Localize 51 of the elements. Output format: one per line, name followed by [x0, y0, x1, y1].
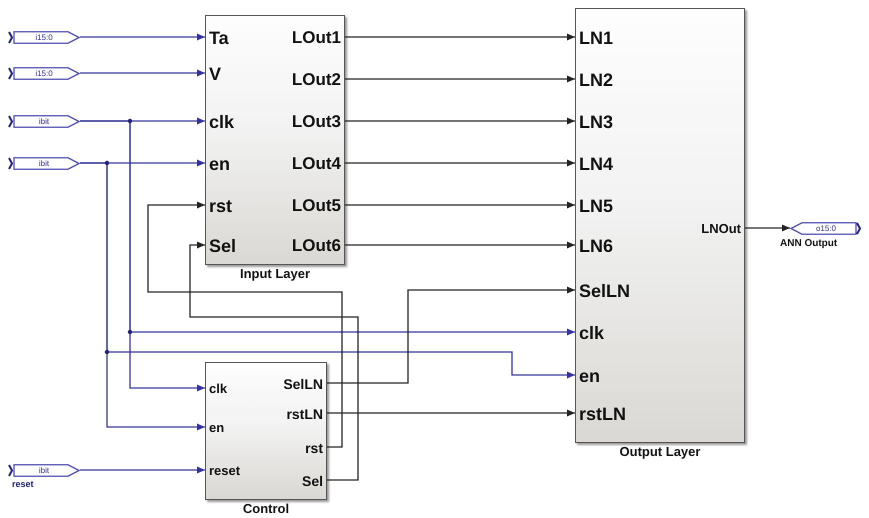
port-name: clk [206, 112, 234, 132]
module-title: Input Layer [240, 266, 310, 281]
port-name: Sel [302, 471, 326, 491]
port-name: LOut5 [292, 196, 344, 216]
port-name: Sel [206, 236, 236, 256]
wire-arrow [80, 34, 205, 40]
port-name: en [206, 154, 230, 174]
port-name: rstLN [576, 404, 626, 424]
port-name: LN2 [576, 70, 614, 90]
port-name: LN3 [576, 112, 614, 132]
output-pin-name: ANN Output [780, 238, 838, 249]
port-name: clk [206, 379, 228, 399]
wire-arrow [80, 120, 575, 336]
port-name: rstLN [286, 404, 326, 424]
port-name: SelLN [576, 281, 630, 301]
port-name: LN4 [576, 154, 614, 174]
port-name: V [206, 64, 222, 84]
wire-arrow [745, 224, 790, 232]
port-name: LN5 [576, 196, 614, 216]
wire-arrow [80, 466, 205, 474]
port-name: LOut2 [292, 70, 344, 90]
wire-arrow [189, 242, 359, 481]
port-name: SelLN [283, 374, 326, 394]
module-title: Output Layer [620, 444, 700, 459]
port-name: Ta [206, 28, 229, 48]
wire-arrow [345, 160, 575, 166]
port-name: rst [305, 438, 326, 458]
wire-arrow [327, 286, 575, 384]
port-name: LOut6 [292, 236, 344, 256]
wire-arrow [147, 202, 343, 448]
wire-arrow [345, 202, 575, 208]
wire-arrow [345, 118, 575, 124]
wire-arrow [327, 410, 575, 416]
port-name: LN1 [576, 28, 614, 48]
port-name: en [576, 366, 600, 386]
reset-pin-name: reset [12, 479, 34, 489]
port-name: LOut4 [292, 154, 344, 174]
port-name: rst [206, 196, 232, 216]
wire-arrow [345, 34, 575, 40]
port-name: LOut1 [292, 28, 344, 48]
port-name: clk [576, 323, 604, 343]
port-name: en [206, 418, 224, 438]
module-title: Control [242, 501, 290, 516]
port-name: reset [206, 461, 240, 481]
port-name: LNOut [701, 219, 744, 239]
wire-arrow [80, 162, 575, 378]
wire-arrow [80, 70, 205, 76]
wire-arrow [345, 76, 575, 82]
port-name: LOut3 [292, 112, 344, 132]
wire-arrow [345, 242, 575, 248]
port-name: LN6 [576, 236, 614, 256]
